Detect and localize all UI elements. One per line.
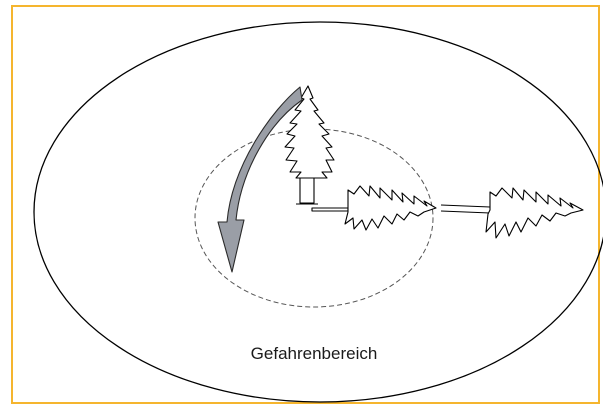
felling-distance-line [440,204,491,214]
danger-zone-ellipse [33,21,603,403]
felled-tree-outer-icon [485,187,584,239]
felled-tree-icon [311,185,437,231]
danger-zone-label: Gefahrenbereich [251,344,378,363]
felling-direction-arrow [217,86,303,273]
standing-tree-icon [284,85,335,205]
